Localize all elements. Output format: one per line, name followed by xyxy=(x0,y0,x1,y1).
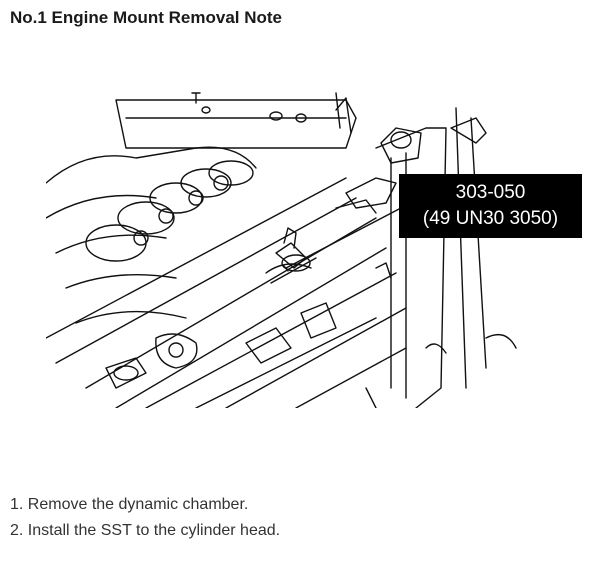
page-title: No.1 Engine Mount Removal Note xyxy=(10,8,283,27)
callout-tool-number: 303-050 xyxy=(455,182,526,203)
list-item: 1. Remove the dynamic chamber. xyxy=(10,496,249,513)
instruction-list: 1. Remove the dynamic chamber. 2. Instal… xyxy=(10,492,280,544)
callout-part-number: (49 UN30 3050) xyxy=(422,208,559,229)
list-item: 2. Install the SST to the cylinder head. xyxy=(10,522,281,539)
tool-number-callout: 303-050 (49 UN30 3050) xyxy=(399,174,582,238)
engine-illustration xyxy=(46,88,586,408)
